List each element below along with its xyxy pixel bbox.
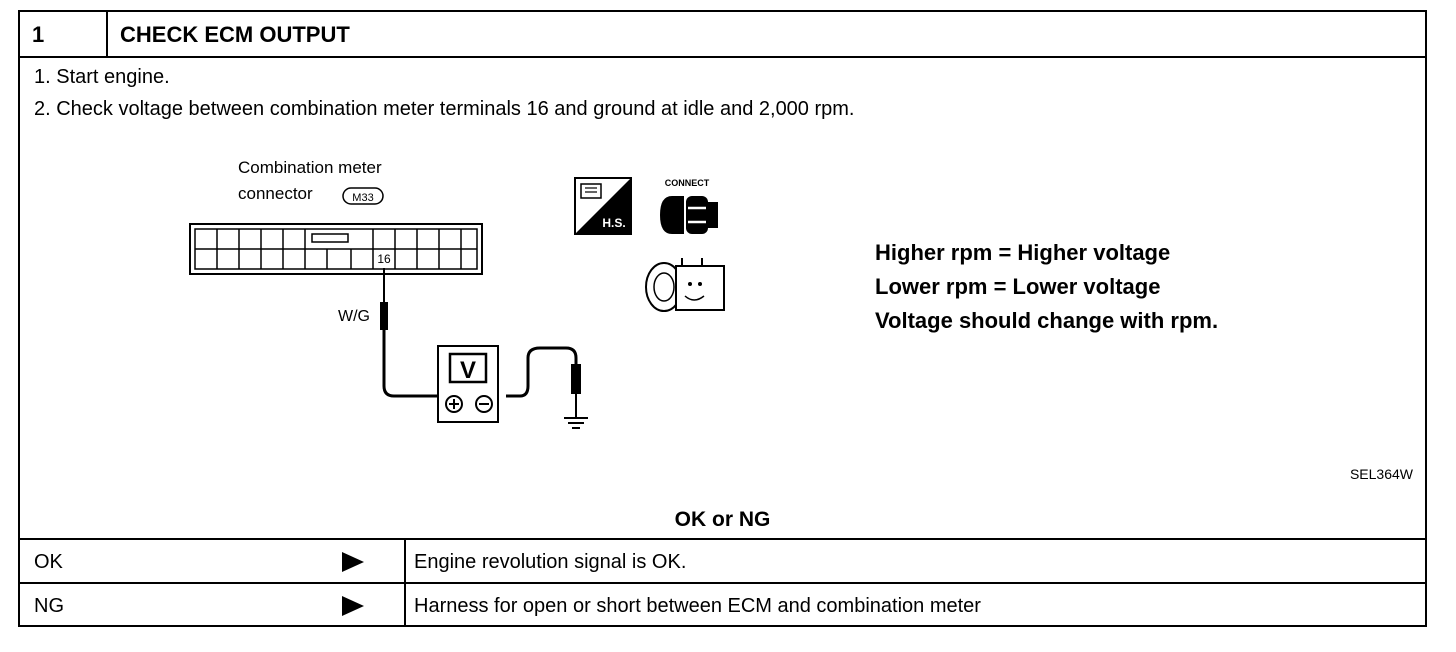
column-divider (404, 584, 406, 626)
connector-label-line2: connector (238, 184, 313, 203)
connector-label-line1: Combination meter (238, 158, 382, 177)
arrow-right-icon (342, 596, 364, 616)
engine-icon (645, 258, 725, 312)
probe-wire (380, 268, 581, 418)
hot-stick-hs-icon: H.S. (574, 177, 632, 235)
column-divider (404, 540, 406, 582)
result-label-ng: NG (34, 595, 64, 617)
result-row-ng: NG Harness for open or short between ECM… (20, 582, 1425, 626)
figure-code: SEL364W (1349, 466, 1413, 482)
connector-body (189, 223, 483, 275)
note-higher-rpm: Higher rpm = Higher voltage (875, 240, 1171, 265)
step-header: 1 CHECK ECM OUTPUT (20, 12, 1425, 58)
result-text-ok: Engine revolution signal is OK. (414, 551, 687, 573)
procedure-table: 1 CHECK ECM OUTPUT 1. Start engine. 2. C… (18, 10, 1427, 627)
connect-icon-text: CONNECT (665, 178, 710, 188)
result-label-ok: OK (34, 551, 63, 573)
hs-icon-text: H.S. (602, 216, 625, 230)
result-row-ok: OK Engine revolution signal is OK. (20, 538, 1425, 582)
ground-symbol (564, 417, 588, 429)
result-text-ng: Harness for open or short between ECM an… (414, 595, 981, 617)
connect-icon: CONNECT (660, 178, 718, 234)
connector-id: M33 (352, 192, 373, 204)
connector-id-badge: M33 (342, 187, 384, 205)
voltmeter-symbol: V (460, 357, 476, 384)
step-number: 1 (20, 12, 108, 56)
wiring-diagram: M33 16 (189, 177, 725, 429)
instruction-step-2: 2. Check voltage between combination met… (34, 98, 855, 120)
terminal-number: 16 (377, 252, 391, 266)
arrow-right-icon (342, 552, 364, 572)
instruction-step-1: 1. Start engine. (34, 66, 170, 88)
result-heading: OK or NG (674, 508, 771, 531)
note-voltage-change: Voltage should change with rpm. (875, 308, 1219, 333)
step-title: CHECK ECM OUTPUT (120, 22, 350, 47)
note-lower-rpm: Lower rpm = Lower voltage (875, 274, 1161, 299)
voltmeter: V (437, 345, 499, 423)
wire-color-label: W/G (338, 308, 370, 325)
